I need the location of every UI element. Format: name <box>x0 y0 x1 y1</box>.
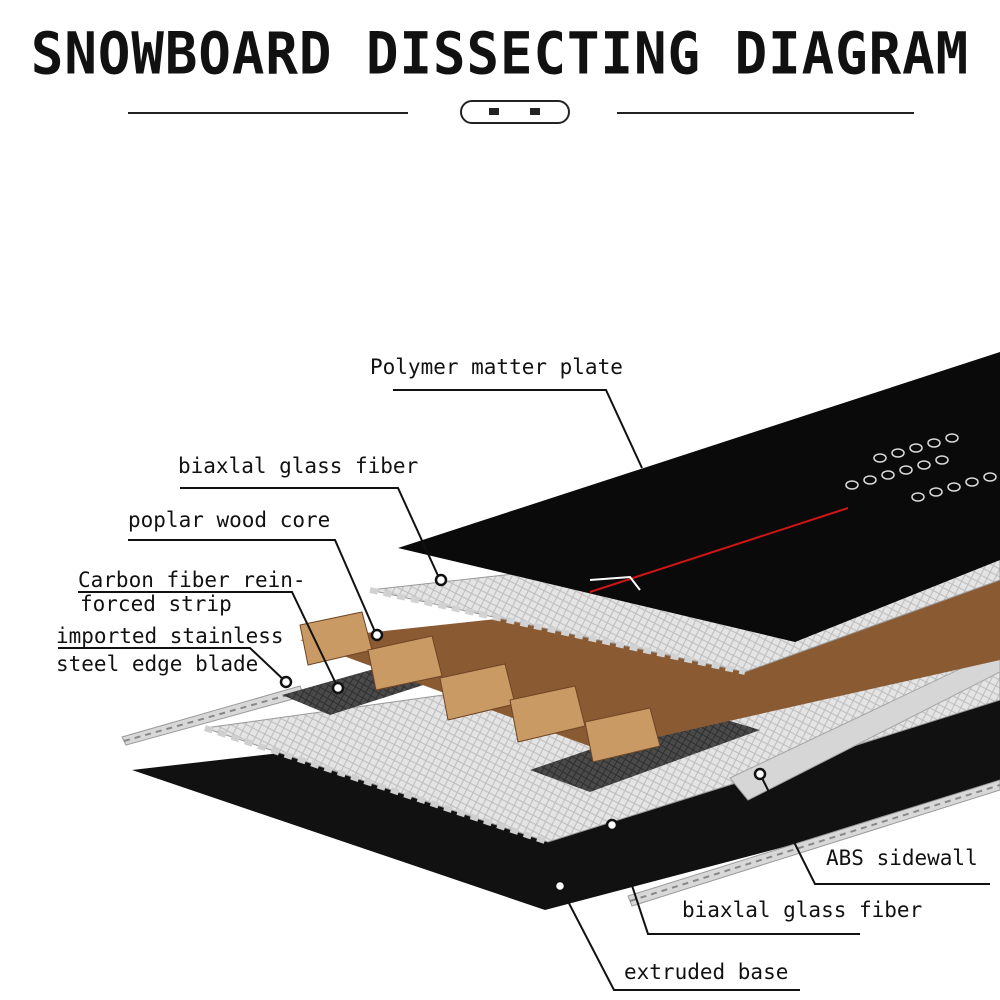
polymer-top-plate <box>398 352 1000 642</box>
label-steel-line-1: imported stainless <box>56 624 284 648</box>
label-abs-sidewall: ABS sidewall <box>826 846 978 870</box>
title-rule-right <box>617 112 914 114</box>
label-carbon-line-2: forced strip <box>80 592 232 616</box>
title-rule-left <box>128 112 408 114</box>
label-glass-fiber-bottom: biaxlal glass fiber <box>682 898 923 922</box>
binding-insert-holes <box>845 433 997 502</box>
leader-dots <box>279 573 767 893</box>
label-carbon-line-1: Carbon fiber rein- <box>78 568 306 592</box>
label-carbon-strip: Carbon fiber rein- forced strip <box>78 568 306 616</box>
label-steel-edge: imported stainless steel edge blade <box>56 624 284 676</box>
snowboard-ornament-icon <box>460 100 570 124</box>
label-poplar-wood-core: poplar wood core <box>128 508 331 532</box>
leader-lines <box>58 389 990 991</box>
carbon-strip-right <box>530 712 760 792</box>
label-glass-fiber-top: biaxlal glass fiber <box>178 454 419 478</box>
label-steel-line-2: steel edge blade <box>56 652 259 676</box>
label-extruded-base: extruded base <box>624 960 789 984</box>
diagram-title: SNOWBOARD DISSECTING DIAGRAM <box>30 19 970 88</box>
label-polymer-plate: Polymer matter plate <box>370 355 623 379</box>
abs-sidewall-layer <box>729 649 1000 801</box>
wood-core-blocks <box>299 611 661 763</box>
